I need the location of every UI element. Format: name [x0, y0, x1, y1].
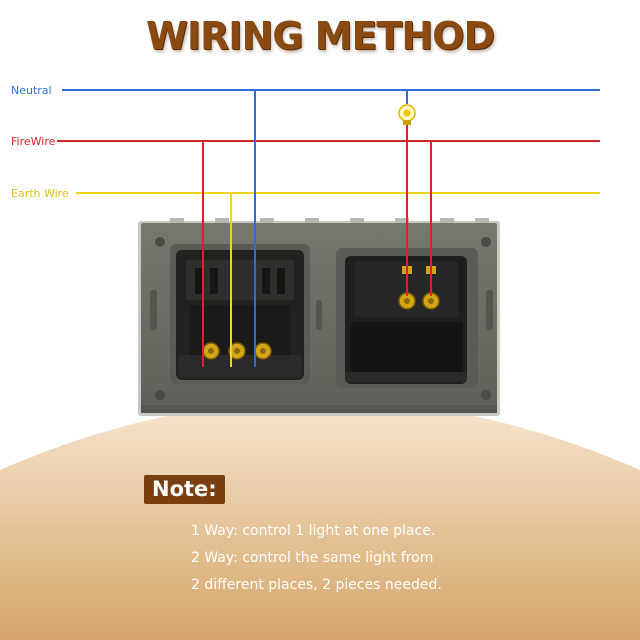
page-title: WIRING METHOD [145, 14, 495, 58]
panel-top-tabs [170, 218, 489, 223]
double-socket-panel [138, 218, 500, 416]
panel-slot [486, 290, 493, 330]
screw-hole [481, 390, 491, 400]
note-line-2: 2 Way: control the same light from [191, 550, 434, 566]
panel-slot [316, 300, 322, 330]
screw-hole [155, 390, 165, 400]
neutral-label: Neutral [11, 84, 52, 97]
note-badge: Note: [144, 475, 225, 504]
earth-wire-label: Earth Wire [11, 187, 69, 200]
panel-slot [150, 290, 157, 330]
note-line-1: 1 Way: control 1 light at one place. [191, 523, 436, 539]
background-arc [0, 400, 640, 640]
switch-rocker-base [351, 322, 463, 372]
screw-hole [481, 237, 491, 247]
firewire-label: FireWire [11, 135, 56, 148]
light-bulb-icon [398, 104, 416, 125]
power-socket-module [170, 244, 310, 384]
screw-hole [155, 237, 165, 247]
note-line-3: 2 different places, 2 pieces needed. [191, 577, 442, 593]
